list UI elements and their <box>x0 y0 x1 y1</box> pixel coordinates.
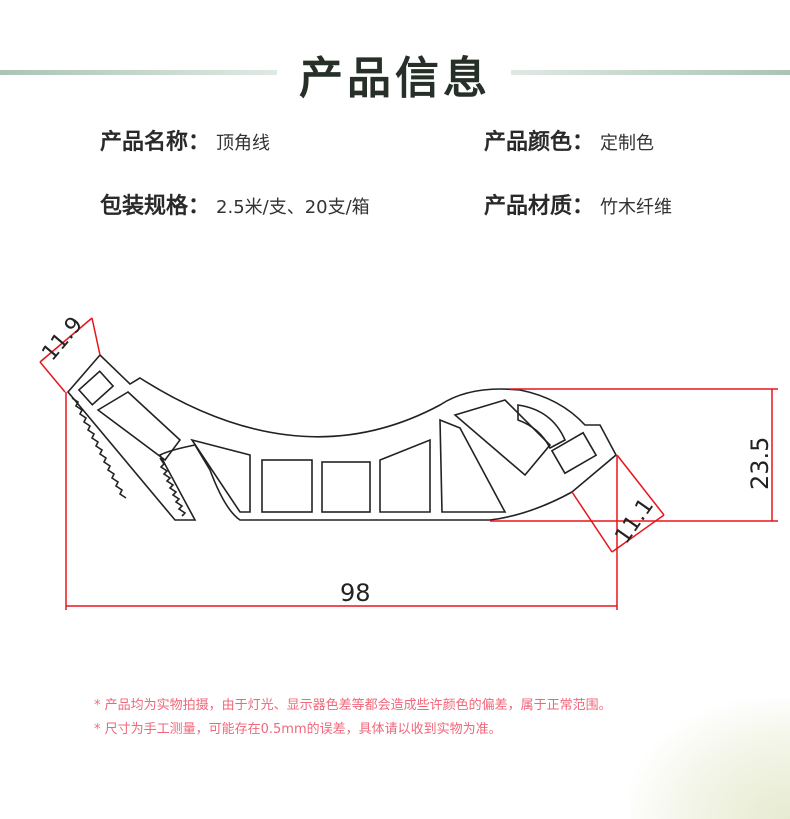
profile-outline <box>66 353 618 521</box>
spec-label: 产品颜色： <box>484 130 595 155</box>
spec-material: 产品材质：竹木纤维 <box>484 188 672 220</box>
note-measurement: * 尺寸为手工测量，可能存在0.5mm的误差，具体请以收到实物为准。 <box>94 722 502 737</box>
page-title: 产品信息 <box>299 53 491 104</box>
dim-width-label: 98 <box>340 579 371 607</box>
spec-value: 顶角线 <box>216 133 271 154</box>
note-color: * 产品均为实物拍摄，由于灯光、显示器色差等都会造成些许颜色的偏差，属于正常范围… <box>94 698 612 713</box>
spec-label: 产品名称： <box>100 130 211 155</box>
spec-label: 产品材质： <box>484 194 595 219</box>
dim-height-label: 23.5 <box>746 437 774 490</box>
spec-value: 2.5米/支、20支/箱 <box>216 197 370 218</box>
dimension-lines <box>39 317 778 610</box>
spec-product-color: 产品颜色：定制色 <box>484 124 654 156</box>
decorative-glow <box>630 699 790 819</box>
spec-value: 定制色 <box>600 133 655 154</box>
spec-value: 竹木纤维 <box>600 197 673 218</box>
title-divider-right <box>511 70 790 75</box>
disclaimer-notes: * 产品均为实物拍摄，由于灯光、显示器色差等都会造成些许颜色的偏差，属于正常范围… <box>94 694 754 742</box>
spec-label: 包装规格： <box>100 194 211 219</box>
title-divider-left <box>0 70 277 75</box>
spec-packaging: 包装规格：2.5米/支、20支/箱 <box>100 188 370 220</box>
spec-product-name: 产品名称：顶角线 <box>100 124 270 156</box>
